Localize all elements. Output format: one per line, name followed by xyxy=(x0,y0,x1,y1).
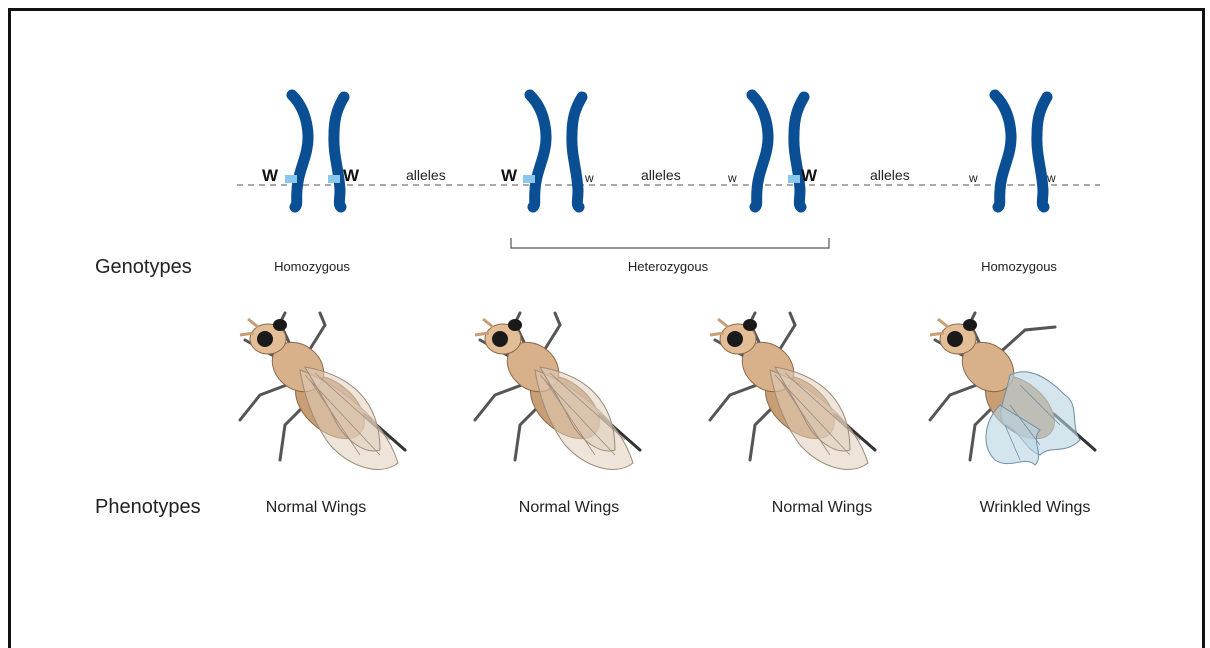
allele-2-right: w xyxy=(585,171,594,185)
genotype-label-homozygous-left: Homozygous xyxy=(274,259,350,274)
chromosome-pair-2 xyxy=(523,95,582,207)
allele-1-left: W xyxy=(262,166,278,186)
fly-4-wrinkled xyxy=(930,313,1095,465)
allele-1-right: W xyxy=(343,166,359,186)
genotype-label-homozygous-right: Homozygous xyxy=(981,259,1057,274)
phenotype-label-2: Normal Wings xyxy=(519,499,619,517)
phenotype-label-4: Wrinkled Wings xyxy=(980,499,1091,517)
allele-4-left: w xyxy=(969,171,978,185)
fly-3-normal xyxy=(710,313,875,469)
phenotypes-row-label: Phenotypes xyxy=(95,496,201,519)
chromosome-pair-3 xyxy=(752,95,804,207)
fly-2-normal xyxy=(475,313,640,469)
fly-1-normal xyxy=(240,313,405,469)
allele-4-right: w xyxy=(1047,171,1056,185)
alleles-label-2: alleles xyxy=(639,167,683,183)
allele-3-left: w xyxy=(728,171,737,185)
genotype-label-heterozygous: Heterozygous xyxy=(628,259,708,274)
genotype-phenotype-diagram xyxy=(0,0,1210,621)
allele-3-right: W xyxy=(801,166,817,186)
alleles-label-1: alleles xyxy=(404,167,448,183)
alleles-label-3: alleles xyxy=(868,167,912,183)
allele-2-left: W xyxy=(501,166,517,186)
chromosome-pair-1 xyxy=(285,95,344,207)
genotypes-row-label: Genotypes xyxy=(95,256,192,279)
heterozygous-bracket xyxy=(511,238,829,248)
chromosome-pair-4 xyxy=(995,95,1047,207)
phenotype-label-3: Normal Wings xyxy=(772,499,872,517)
phenotype-label-1: Normal Wings xyxy=(266,499,366,517)
